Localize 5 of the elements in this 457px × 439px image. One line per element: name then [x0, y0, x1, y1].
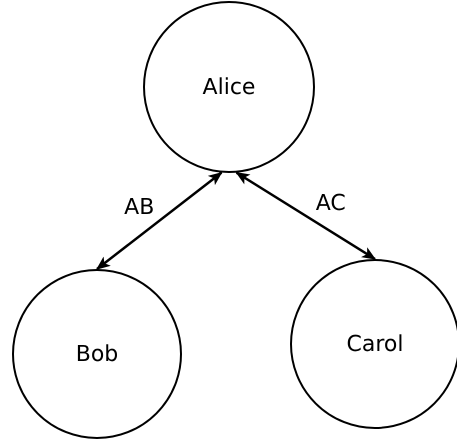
- double-arrow: [236, 172, 376, 260]
- double-arrow: [96, 172, 222, 270]
- node-label: Alice: [202, 74, 256, 102]
- node-label: Carol: [346, 330, 404, 358]
- node-label: Bob: [76, 340, 118, 368]
